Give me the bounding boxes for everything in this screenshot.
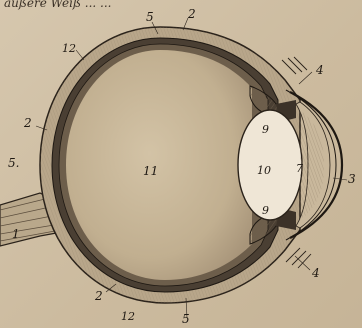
- label-12-top: 12: [62, 43, 76, 54]
- label-12-bottom: 12: [121, 311, 135, 322]
- label-7: 7: [296, 163, 303, 174]
- label-1: 1: [12, 228, 20, 240]
- label-2-top: 2: [188, 8, 196, 20]
- label-5-bottom: 5: [182, 313, 190, 325]
- label-5-left: 5.: [8, 157, 19, 169]
- label-2-left: 2: [24, 117, 32, 129]
- label-10: 10: [257, 165, 271, 176]
- vitreous-body: [66, 50, 252, 280]
- label-9-bottom: 9: [262, 205, 269, 216]
- label-4-bottom: 4: [312, 267, 320, 279]
- label-3: 3: [348, 173, 356, 185]
- label-11: 11: [143, 165, 158, 177]
- label-4-top: 4: [316, 64, 324, 76]
- label-9-top: 9: [262, 124, 269, 135]
- label-2-bottom: 2: [95, 290, 103, 302]
- label-5-top: 5: [146, 11, 154, 23]
